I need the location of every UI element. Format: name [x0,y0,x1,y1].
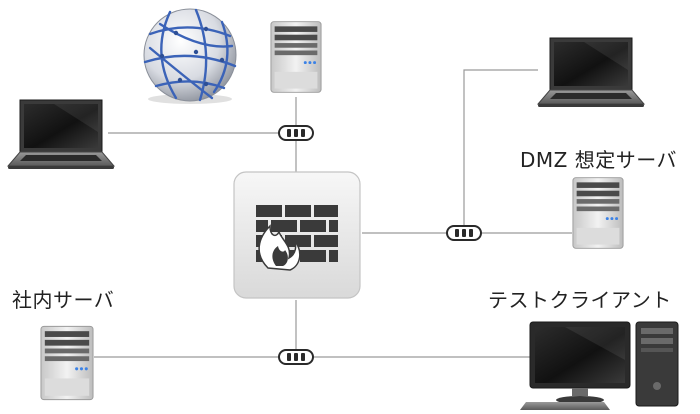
desktop-computer-icon [520,321,679,410]
line-dmz-branch-to-laptop [463,69,538,233]
server-icon [40,325,94,401]
test-client-label: テストクライアント [488,288,672,312]
laptop-icon [7,99,115,170]
dmz-server-label: DMZ 想定サーバ [520,148,678,172]
internal-server-label: 社内サーバ [12,288,115,312]
server-icon [270,21,322,93]
network-connector-icon [278,125,314,141]
globe-icon [143,8,237,104]
network-connector-icon [278,349,314,365]
server-icon [572,177,624,249]
firewall-icon [233,171,361,299]
network-connector-icon [446,225,482,241]
laptop-icon [537,37,645,108]
